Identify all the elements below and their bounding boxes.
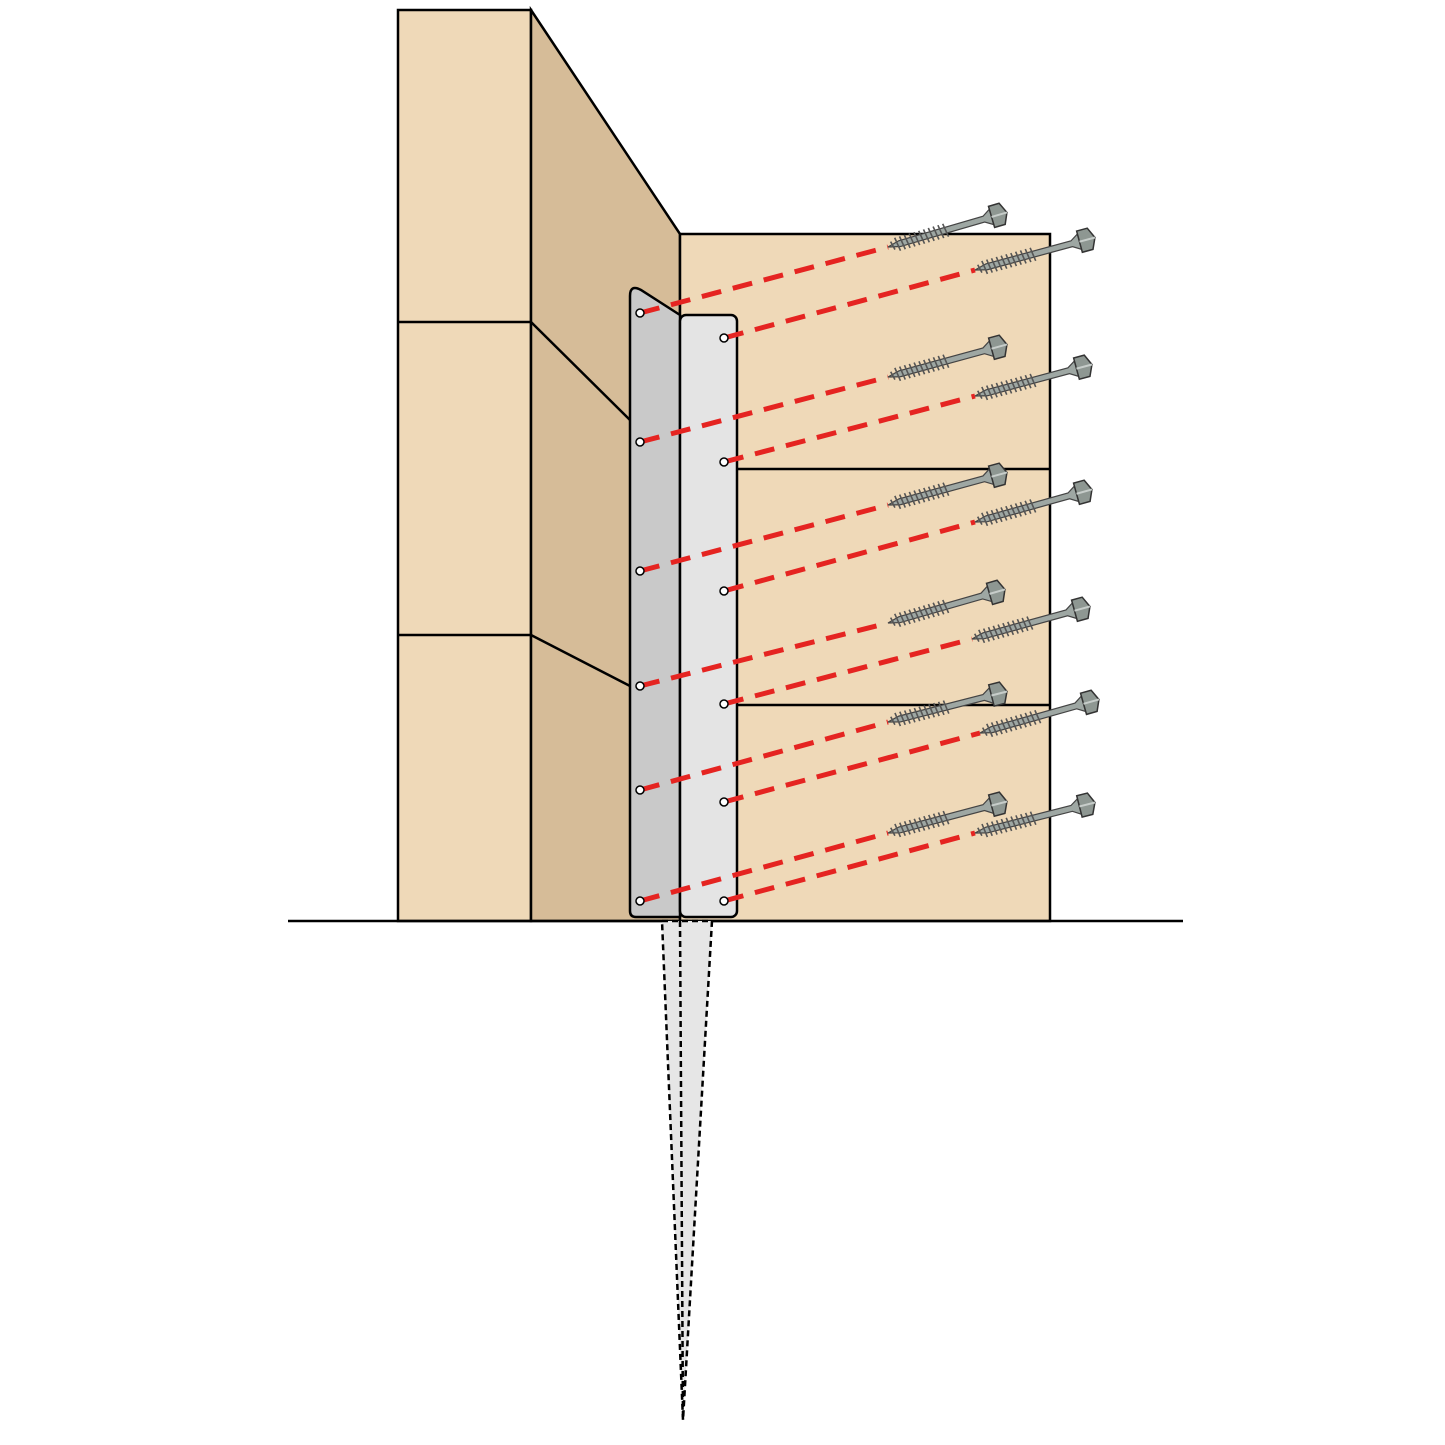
bracket-hole <box>635 896 645 906</box>
screw-guide-line <box>723 519 976 594</box>
screw <box>887 334 1008 382</box>
screw-guide-line <box>723 730 981 805</box>
screw-guide-line <box>723 393 976 465</box>
bracket-hole <box>719 797 729 807</box>
screw <box>974 792 1096 838</box>
sleeper-front-face <box>396 8 533 923</box>
screw-head-highlight <box>1083 698 1100 705</box>
bracket-hole <box>635 785 645 795</box>
screw-guide-line <box>639 374 889 445</box>
screw-head-highlight <box>991 211 1008 218</box>
screw <box>887 681 1008 727</box>
screws <box>887 202 1100 838</box>
screw-head-highlight <box>991 471 1008 478</box>
metal-bracket <box>628 286 739 919</box>
screw-head-highlight <box>1076 488 1093 495</box>
screw-head-highlight <box>1079 236 1096 243</box>
bracket-holes <box>635 308 729 906</box>
sleeper-side-joint-line <box>530 633 631 688</box>
screw <box>887 462 1008 510</box>
screw <box>974 227 1096 275</box>
bracket-right-wing <box>678 313 739 919</box>
bracket-hole <box>719 586 729 596</box>
screw-guide-line <box>723 636 973 707</box>
screw-thread <box>889 482 950 510</box>
screw-head-highlight <box>1079 801 1096 808</box>
screw <box>979 689 1100 738</box>
screw-guide-lines <box>639 244 981 904</box>
screw-head-highlight <box>1074 605 1091 612</box>
screw-guide-line <box>639 620 889 689</box>
screw-thread <box>889 599 950 628</box>
screw-thread <box>976 499 1037 527</box>
screw-guide-line <box>639 830 889 904</box>
screw <box>974 354 1093 401</box>
stake-body <box>660 919 714 1421</box>
screw-thread <box>981 709 1042 738</box>
screw <box>971 596 1091 644</box>
screw-thread <box>890 700 950 727</box>
screw-thread <box>889 354 950 382</box>
screw-thread <box>977 247 1037 275</box>
screw-head-highlight <box>991 800 1008 807</box>
screw-guide-line <box>723 267 976 341</box>
screw-guide-line <box>639 502 889 574</box>
screw <box>887 791 1008 838</box>
bracket-hole <box>635 308 645 318</box>
screw-thread <box>977 811 1037 838</box>
screw-thread <box>890 810 950 838</box>
screw <box>974 479 1093 527</box>
bracket-left-wing <box>628 286 682 919</box>
screw-guide-line <box>723 830 976 904</box>
screw <box>887 202 1008 251</box>
screw-guide-line <box>639 719 889 793</box>
screw-head-highlight <box>991 343 1008 350</box>
bracket-hole <box>719 457 729 467</box>
screw-thread <box>973 616 1034 644</box>
stake-fold-line <box>678 920 685 1421</box>
screw-guide-line <box>639 244 889 316</box>
bracket-hole <box>635 681 645 691</box>
bracket-hole <box>719 699 729 709</box>
bracket-hole <box>635 437 645 447</box>
bracket-hole <box>635 566 645 576</box>
screw-head-highlight <box>989 588 1006 595</box>
screw <box>887 579 1006 628</box>
bracket-hole <box>719 896 729 906</box>
bracket-hole <box>719 333 729 343</box>
screw-thread <box>977 373 1037 401</box>
screw-head-highlight <box>991 690 1008 697</box>
ground-stake <box>660 919 714 1421</box>
screw-head-highlight <box>1076 363 1093 370</box>
screw-thread <box>889 223 950 251</box>
sleeper-side-joint-line <box>530 321 631 421</box>
